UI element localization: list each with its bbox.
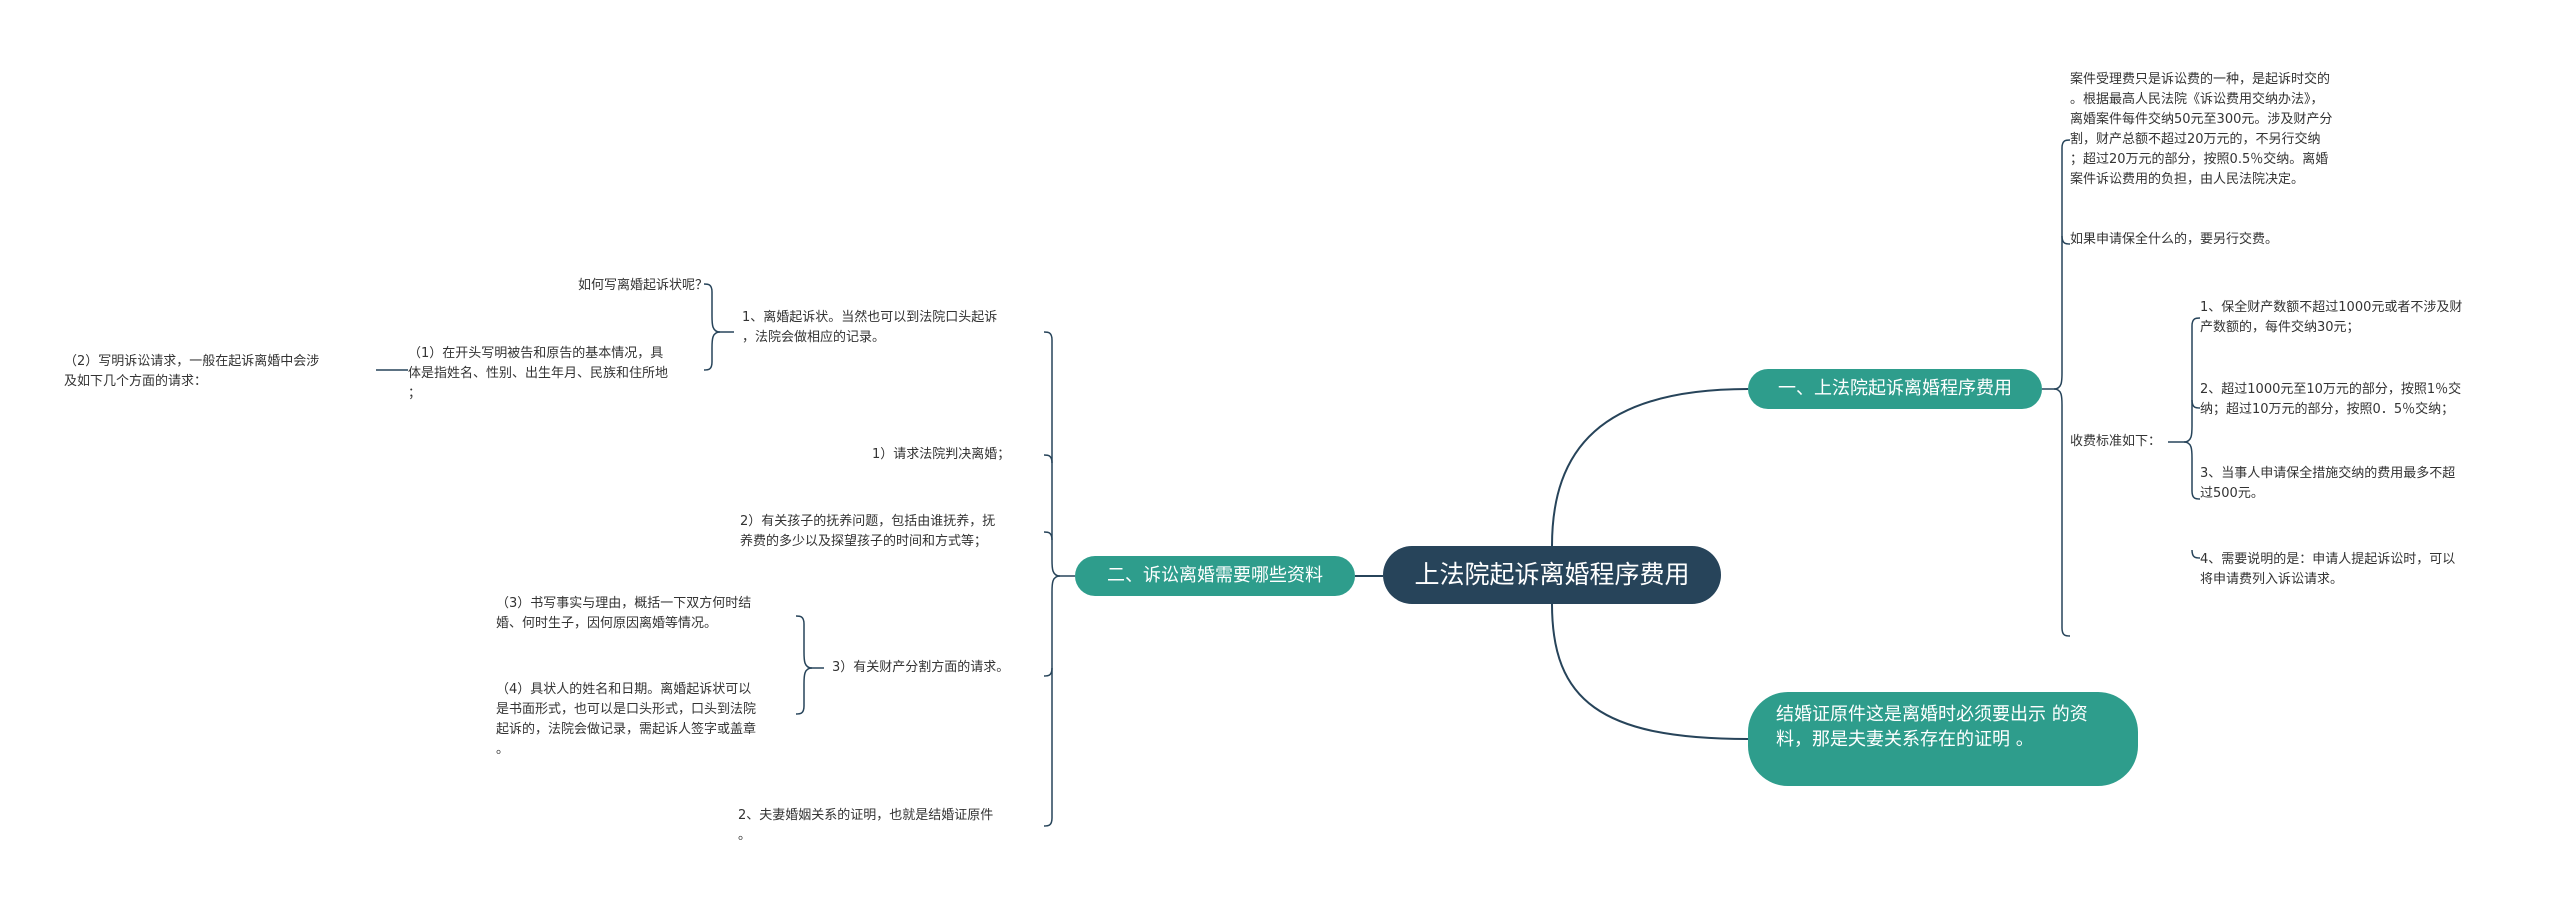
request-2-text: 2）有关孩子的抚养问题，包括由谁抚养，抚 养费的多少以及探望孩子的时间和方式等；	[740, 514, 996, 549]
standard-item-2: 2、超过1000元至10万元的部分，按照1％交 纳；超过10万元的部分，按照0．…	[2200, 382, 2462, 417]
complaint-text: 1、离婚起诉状。当然也可以到法院口头起诉 ，法院会做相应的记录。	[742, 310, 998, 345]
standard-item-4: 4、需要说明的是：申请人提起诉讼时，可以 将申请费列入诉讼请求。	[2200, 552, 2456, 587]
item-3-text: （3）书写事实与理由，概括一下双方何时结 婚、何时生子，因何原因离婚等情况。	[496, 596, 752, 631]
request-3-text: 3）有关财产分割方面的请求。	[832, 660, 1010, 675]
request-1-text: 1）请求法院判决离婚；	[872, 447, 1011, 462]
item-2-text: （2）写明诉讼请求，一般在起诉离婚中会涉 及如下几个方面的请求：	[64, 354, 320, 389]
standard-item-3: 3、当事人申请保全措施交纳的费用最多不超 过500元。	[2200, 466, 2456, 501]
marriage-proof-text: 2、夫妻婚姻关系的证明，也就是结婚证原件 。	[738, 808, 994, 843]
item-1-text: （1）在开头写明被告和原告的基本情况，具 体是指姓名、性别、出生年月、民族和住所…	[408, 346, 669, 401]
root-topic[interactable]: 上法院起诉离婚程序费用	[1383, 546, 1721, 604]
how-to-write-text: 如何写离婚起诉状呢？	[577, 278, 708, 293]
standard-item-1: 1、保全财产数额不超过1000元或者不涉及财 产数额的，每件交纳30元；	[2200, 300, 2463, 335]
standards-label: 收费标准如下：	[2070, 434, 2162, 449]
fee-intro-text: 案件受理费只是诉讼费的一种，是起诉时交的 。根据最高人民法院《诉讼费用交纳办法》…	[2070, 72, 2333, 187]
item-4-text: （4）具状人的姓名和日期。离婚起诉状可以 是书面形式，也可以是口头形式，口头到法…	[496, 682, 757, 757]
branch-court-fees[interactable]: 一、上法院起诉离婚程序费用	[1748, 369, 2042, 409]
branch-required-materials[interactable]: 二、诉讼离婚需要哪些资料	[1075, 556, 1355, 596]
branch-marriage-certificate[interactable]: 结婚证原件这是离婚时必须要出示 的资料，那是夫妻关系存在的证明 。	[1748, 692, 2138, 786]
preservation-note-text: 如果申请保全什么的，要另行交费。	[2070, 232, 2279, 247]
